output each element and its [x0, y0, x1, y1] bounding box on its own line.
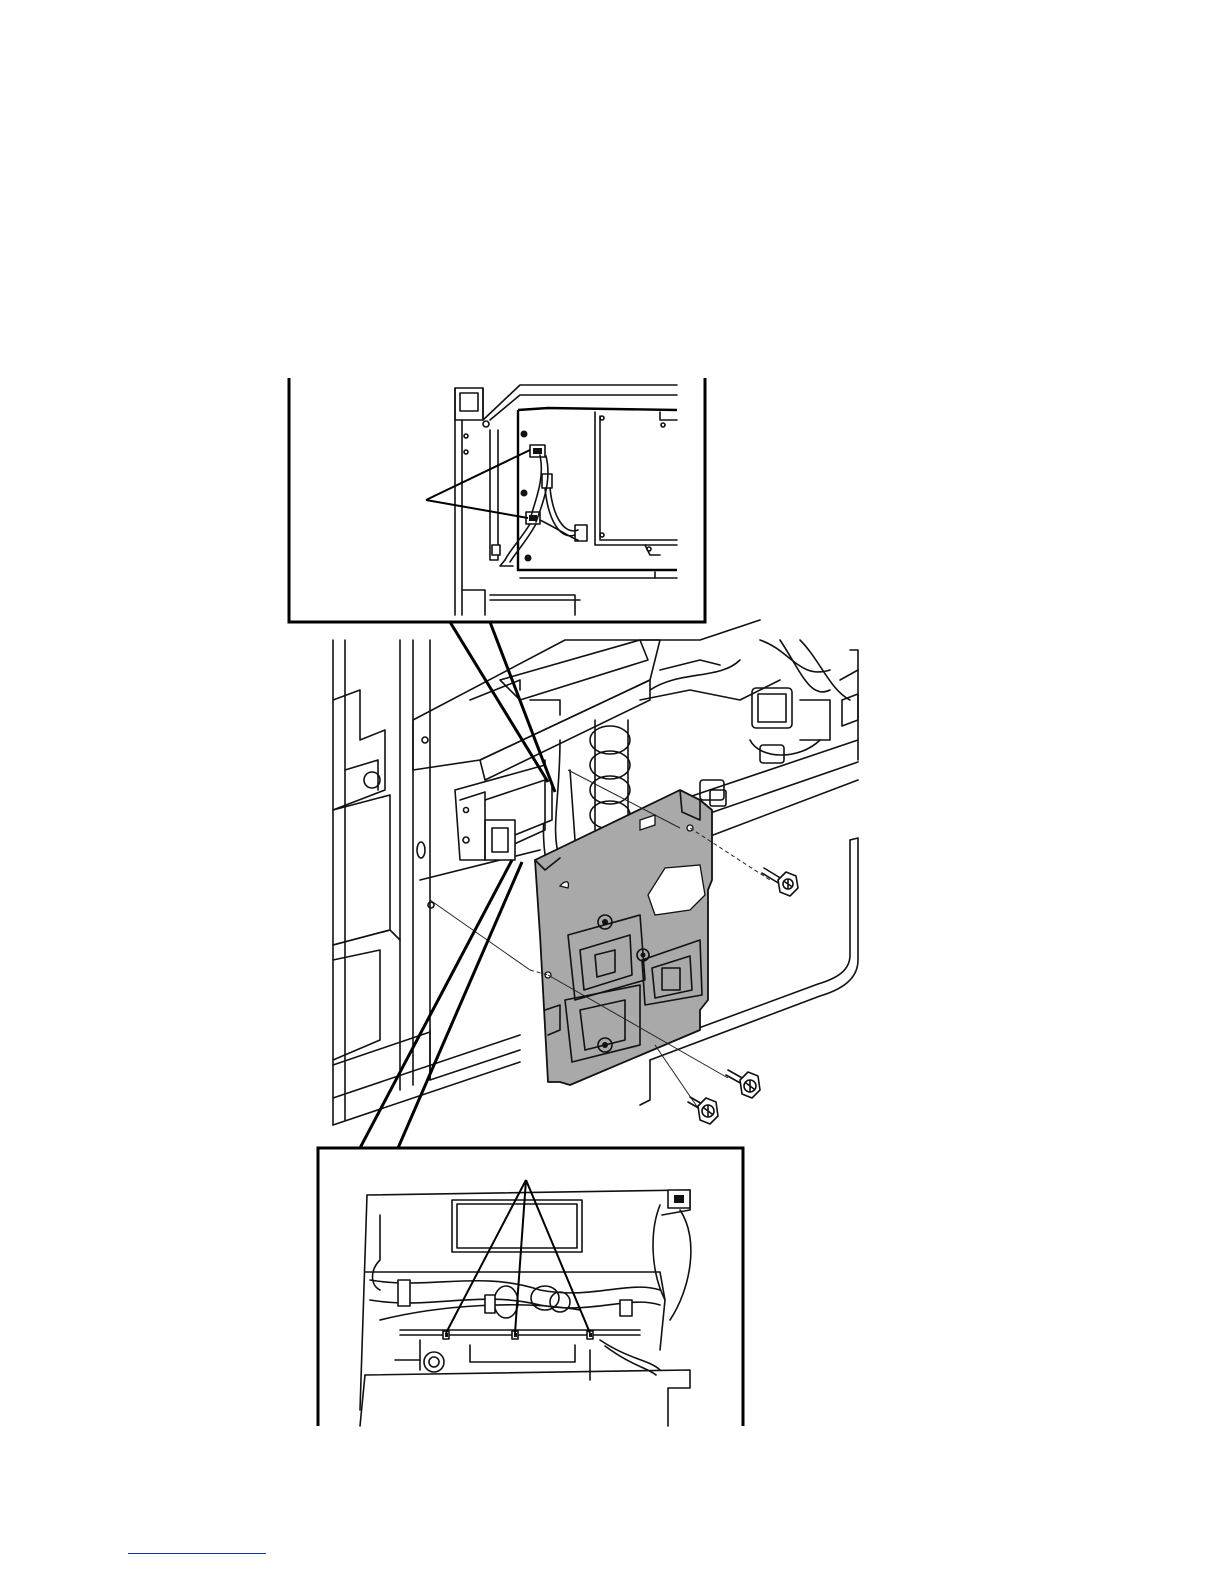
- switch-bracket: [455, 765, 552, 860]
- left-frame-panel: [333, 640, 540, 1125]
- power-supply-bracket: [535, 790, 712, 1085]
- top-detail-inset: [289, 378, 705, 792]
- screw-lower-right: [726, 1070, 760, 1098]
- screw-top-right: [762, 868, 798, 896]
- footer-link-underline[interactable]: [128, 1553, 266, 1554]
- screw-lower-center: [688, 1097, 718, 1124]
